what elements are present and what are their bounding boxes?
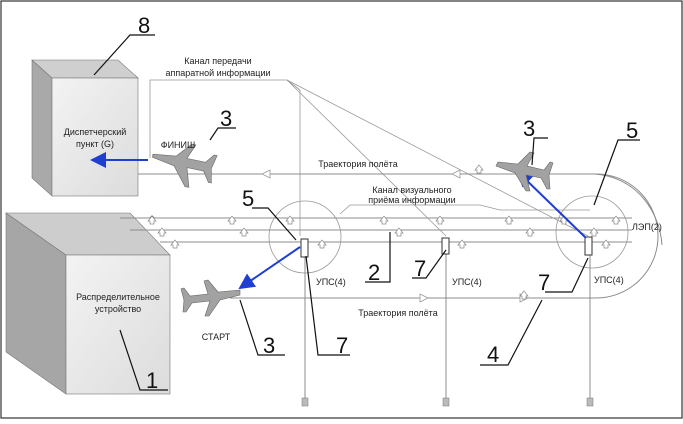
callout-leaders (93, 34, 640, 391)
aircraft-start (180, 279, 241, 317)
callout-2: 2 (368, 260, 380, 285)
power-line: ⇧ (120, 214, 632, 243)
aircraft-right (495, 151, 554, 192)
callout-1: 1 (146, 368, 158, 393)
callout-8: 8 (138, 13, 150, 38)
ups-zone-right (555, 195, 629, 269)
callout-7-right: 7 (538, 270, 550, 295)
callout-7-mid: 7 (414, 256, 426, 281)
dispatch-point-box: Диспетчерский пункт (G) (31, 59, 139, 197)
callout-7-left: 7 (336, 333, 348, 358)
distribution-device-label-1: Распределительное (76, 292, 160, 302)
callout-3-start: 3 (263, 333, 275, 358)
visual-channel-label-2: приёма информации (368, 195, 455, 205)
finish-label: ФИНИШ (161, 140, 196, 150)
lep-label: ЛЭП(2) (632, 222, 662, 232)
distribution-device-label-2: устройство (95, 304, 141, 314)
sensor-markers (147, 164, 621, 300)
hw-channel-label-1: Канал передачи (184, 56, 251, 66)
callout-5-right: 5 (626, 118, 638, 143)
callout-5-left: 5 (242, 186, 254, 211)
ups-poles (300, 236, 594, 407)
dispatch-point-label-2: пункт (G) (76, 139, 114, 149)
ups-mid-label: УПС(4) (452, 277, 482, 287)
trajectory-top-label: Траектория полёта (318, 159, 397, 169)
callout-3-finish: 3 (220, 106, 232, 131)
ups-left-label: УПС(4) (316, 277, 346, 287)
visual-channel-line (339, 204, 590, 215)
distribution-device-box: Распределительное устройство (5, 212, 171, 395)
hw-channel-label-2: аппаратной информации (165, 68, 270, 78)
callout-4: 4 (487, 342, 499, 367)
aircraft-finish (152, 143, 218, 188)
ups-right-label: УПС(4) (594, 275, 624, 285)
trajectory-bottom-label: Траектория полёта (358, 308, 437, 318)
callout-3-right: 3 (523, 116, 535, 141)
start-label: СТАРТ (202, 332, 231, 342)
dispatch-point-label-1: Диспетчерский (64, 127, 127, 137)
data-beams (90, 152, 587, 290)
visual-channel-label-1: Канал визуального (372, 185, 451, 195)
